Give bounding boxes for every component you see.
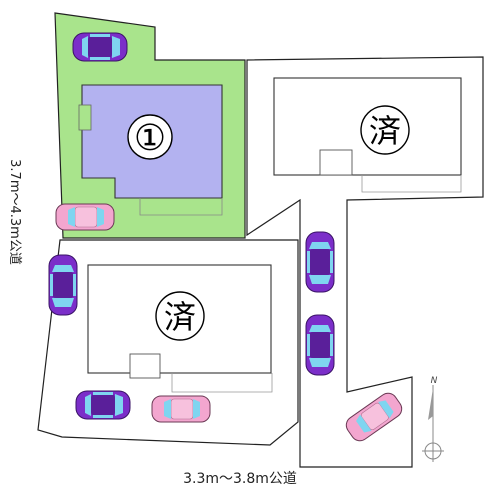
car-purple-icon [305, 231, 335, 293]
lot-3-label: 済 [164, 298, 196, 336]
car-purple-icon [75, 390, 131, 420]
south-road-label: 3.3m～3.8m公道 [183, 471, 297, 487]
lot-3-label-circle [155, 291, 205, 341]
lot-1-label-circle [127, 114, 173, 160]
lot-2-label-circle [360, 105, 410, 155]
car-purple-icon [48, 254, 78, 316]
car-purple-icon [72, 32, 128, 62]
car-purple-icon [305, 314, 335, 376]
lot-1-label: ① [134, 118, 166, 159]
west-road-label: 3.7m～4.3m公道 [7, 159, 22, 265]
north-label: N [431, 376, 438, 386]
north-arrow-icon [422, 385, 444, 462]
car-pink-icon [55, 203, 115, 231]
lot-1-entrance [78, 104, 92, 131]
car-pink-icon [151, 395, 211, 423]
lot-2-label: 済 [369, 112, 401, 150]
